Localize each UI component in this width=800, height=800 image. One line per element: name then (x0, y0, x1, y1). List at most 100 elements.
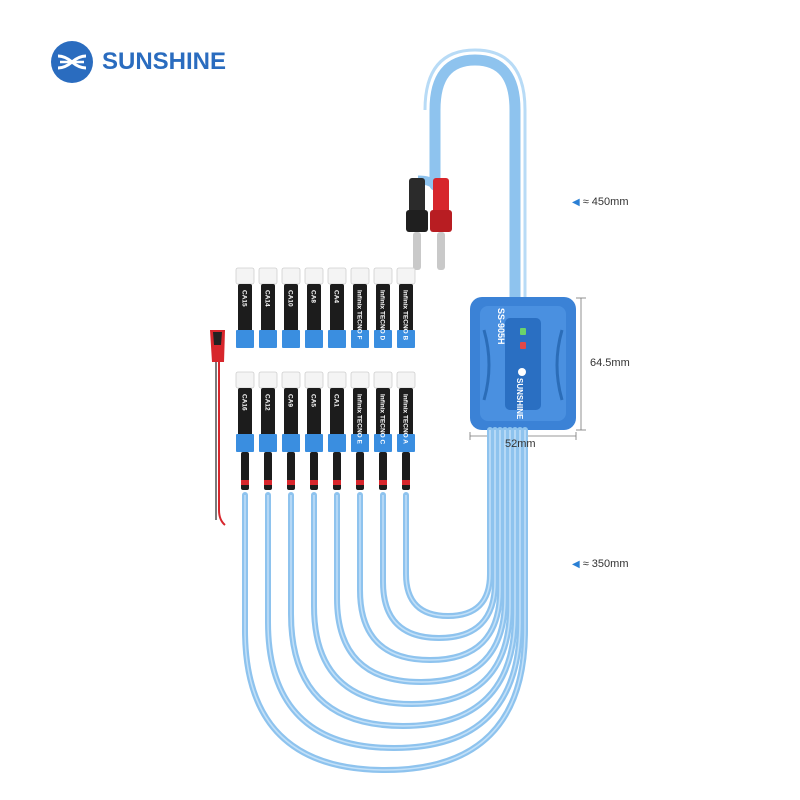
contact-pad (235, 371, 255, 389)
tip-body (330, 388, 344, 440)
bottom-cable-length: ◀≈ 350mm (572, 558, 628, 570)
bottom-tip-3: CA9 (281, 371, 301, 452)
cable-highlight-4 (313, 430, 511, 705)
tip-body (353, 284, 367, 336)
bottom-cables (242, 427, 528, 774)
cable-highlight-3 (290, 430, 516, 727)
sunshine-logo-icon (51, 41, 93, 83)
tip-label: CA14 (264, 290, 271, 307)
tip-body (399, 388, 413, 440)
tip-sleeve (282, 330, 300, 348)
tip-label: Infinix TECNO F (356, 290, 363, 340)
cable-highlight-2 (267, 430, 521, 749)
bottom-tip-6: Infinix TECNO E (350, 371, 370, 452)
cable-highlight-5 (336, 430, 506, 683)
cable-highlight-7 (382, 430, 496, 639)
contact-pad (281, 371, 301, 389)
tip-body (399, 284, 413, 336)
contact-pad (304, 371, 324, 389)
ss905h-box (470, 297, 576, 430)
tip-sleeve (259, 434, 277, 452)
tip-label: CA1 (333, 394, 340, 407)
tip-label: CA16 (241, 394, 248, 411)
tip-body (261, 284, 275, 336)
contact-pad (350, 371, 370, 389)
box-brand-text: SUNSHINE (515, 378, 524, 420)
tip-sleeve (374, 330, 392, 348)
box-model-text: SS-905H (496, 308, 506, 345)
tip-label: CA15 (241, 290, 248, 307)
red-band (333, 480, 341, 485)
tip-label: CA5 (310, 394, 317, 407)
cable-highlight-6 (359, 430, 501, 661)
contact-pad (350, 267, 370, 285)
tip-sleeve (397, 434, 415, 452)
tip-sleeve (328, 434, 346, 452)
tip-label: Infinix TECNO B (402, 290, 409, 341)
box-width-label: 52mm (505, 438, 536, 450)
contact-pad (373, 267, 393, 285)
tip-body (307, 284, 321, 336)
alligator-clip (210, 330, 226, 526)
left-arrow-icon: ◀ (572, 559, 580, 570)
contact-pad (258, 267, 278, 285)
top-tip-3: CA10 (281, 267, 301, 348)
contact-pad (281, 267, 301, 285)
left-arrow-icon: ◀ (572, 197, 580, 208)
contact-pad (327, 267, 347, 285)
tip-sleeve (328, 330, 346, 348)
tip-label: Infinix TECNO D (379, 290, 386, 341)
tip-label: CA10 (287, 290, 294, 307)
tip-label: CA4 (333, 290, 340, 303)
top-tip-5: CA4 (327, 267, 347, 348)
red-band (402, 480, 410, 485)
tip-sleeve (282, 434, 300, 452)
bottom-cable-length-text: ≈ 350mm (582, 558, 629, 570)
top-cable-length: ◀≈ 450mm (572, 196, 628, 208)
tip-sleeve (351, 434, 369, 452)
top-tip-1: CA15 (235, 267, 255, 348)
cable-8 (403, 427, 493, 620)
tip-sleeve (351, 330, 369, 348)
tip-body (261, 388, 275, 440)
tip-body (284, 284, 298, 336)
bottom-tip-7: Infinix TECNO C (373, 371, 393, 452)
box-height-label: 64.5mm (590, 357, 630, 369)
brand-name: SUNSHINE (102, 48, 227, 75)
tip-label: Infinix TECNO E (356, 394, 363, 445)
box-height-dimension (576, 297, 586, 431)
tip-body (330, 284, 344, 336)
bottom-tip-5: CA1 (327, 371, 347, 452)
black-banana-plug (406, 178, 428, 270)
bottom-tip-1: CA16 (235, 371, 255, 452)
tip-sleeve (374, 434, 392, 452)
top-tip-8: Infinix TECNO B (396, 267, 416, 348)
tip-label: CA8 (310, 290, 317, 303)
contact-pad (396, 371, 416, 389)
tip-body (238, 388, 252, 440)
top-tip-6: Infinix TECNO F (350, 267, 370, 348)
top-cable (429, 54, 521, 306)
tip-body (284, 388, 298, 440)
tip-sleeve (259, 330, 277, 348)
tip-sleeve (236, 330, 254, 348)
tip-label: Infinix TECNO C (379, 394, 386, 445)
top-tip-7: Infinix TECNO D (373, 267, 393, 348)
tip-sleeve (236, 434, 254, 452)
red-band (241, 480, 249, 485)
top-tip-2: CA14 (258, 267, 278, 348)
red-band (287, 480, 295, 485)
contact-pad (327, 371, 347, 389)
contact-pad (396, 267, 416, 285)
tip-label: CA9 (287, 394, 294, 407)
tip-label: Infinix TECNO A (402, 394, 409, 444)
tip-body (307, 388, 321, 440)
contact-pad (235, 267, 255, 285)
red-band (379, 480, 387, 485)
tips-group: CA15 CA14 CA10 CA8 CA4 Infinix TECNO F Infinix… (235, 267, 416, 490)
contact-pad (304, 267, 324, 285)
bottom-tip-2: CA12 (258, 371, 278, 452)
top-cable-length-text: ≈ 450mm (582, 196, 629, 208)
contact-pad (258, 371, 278, 389)
